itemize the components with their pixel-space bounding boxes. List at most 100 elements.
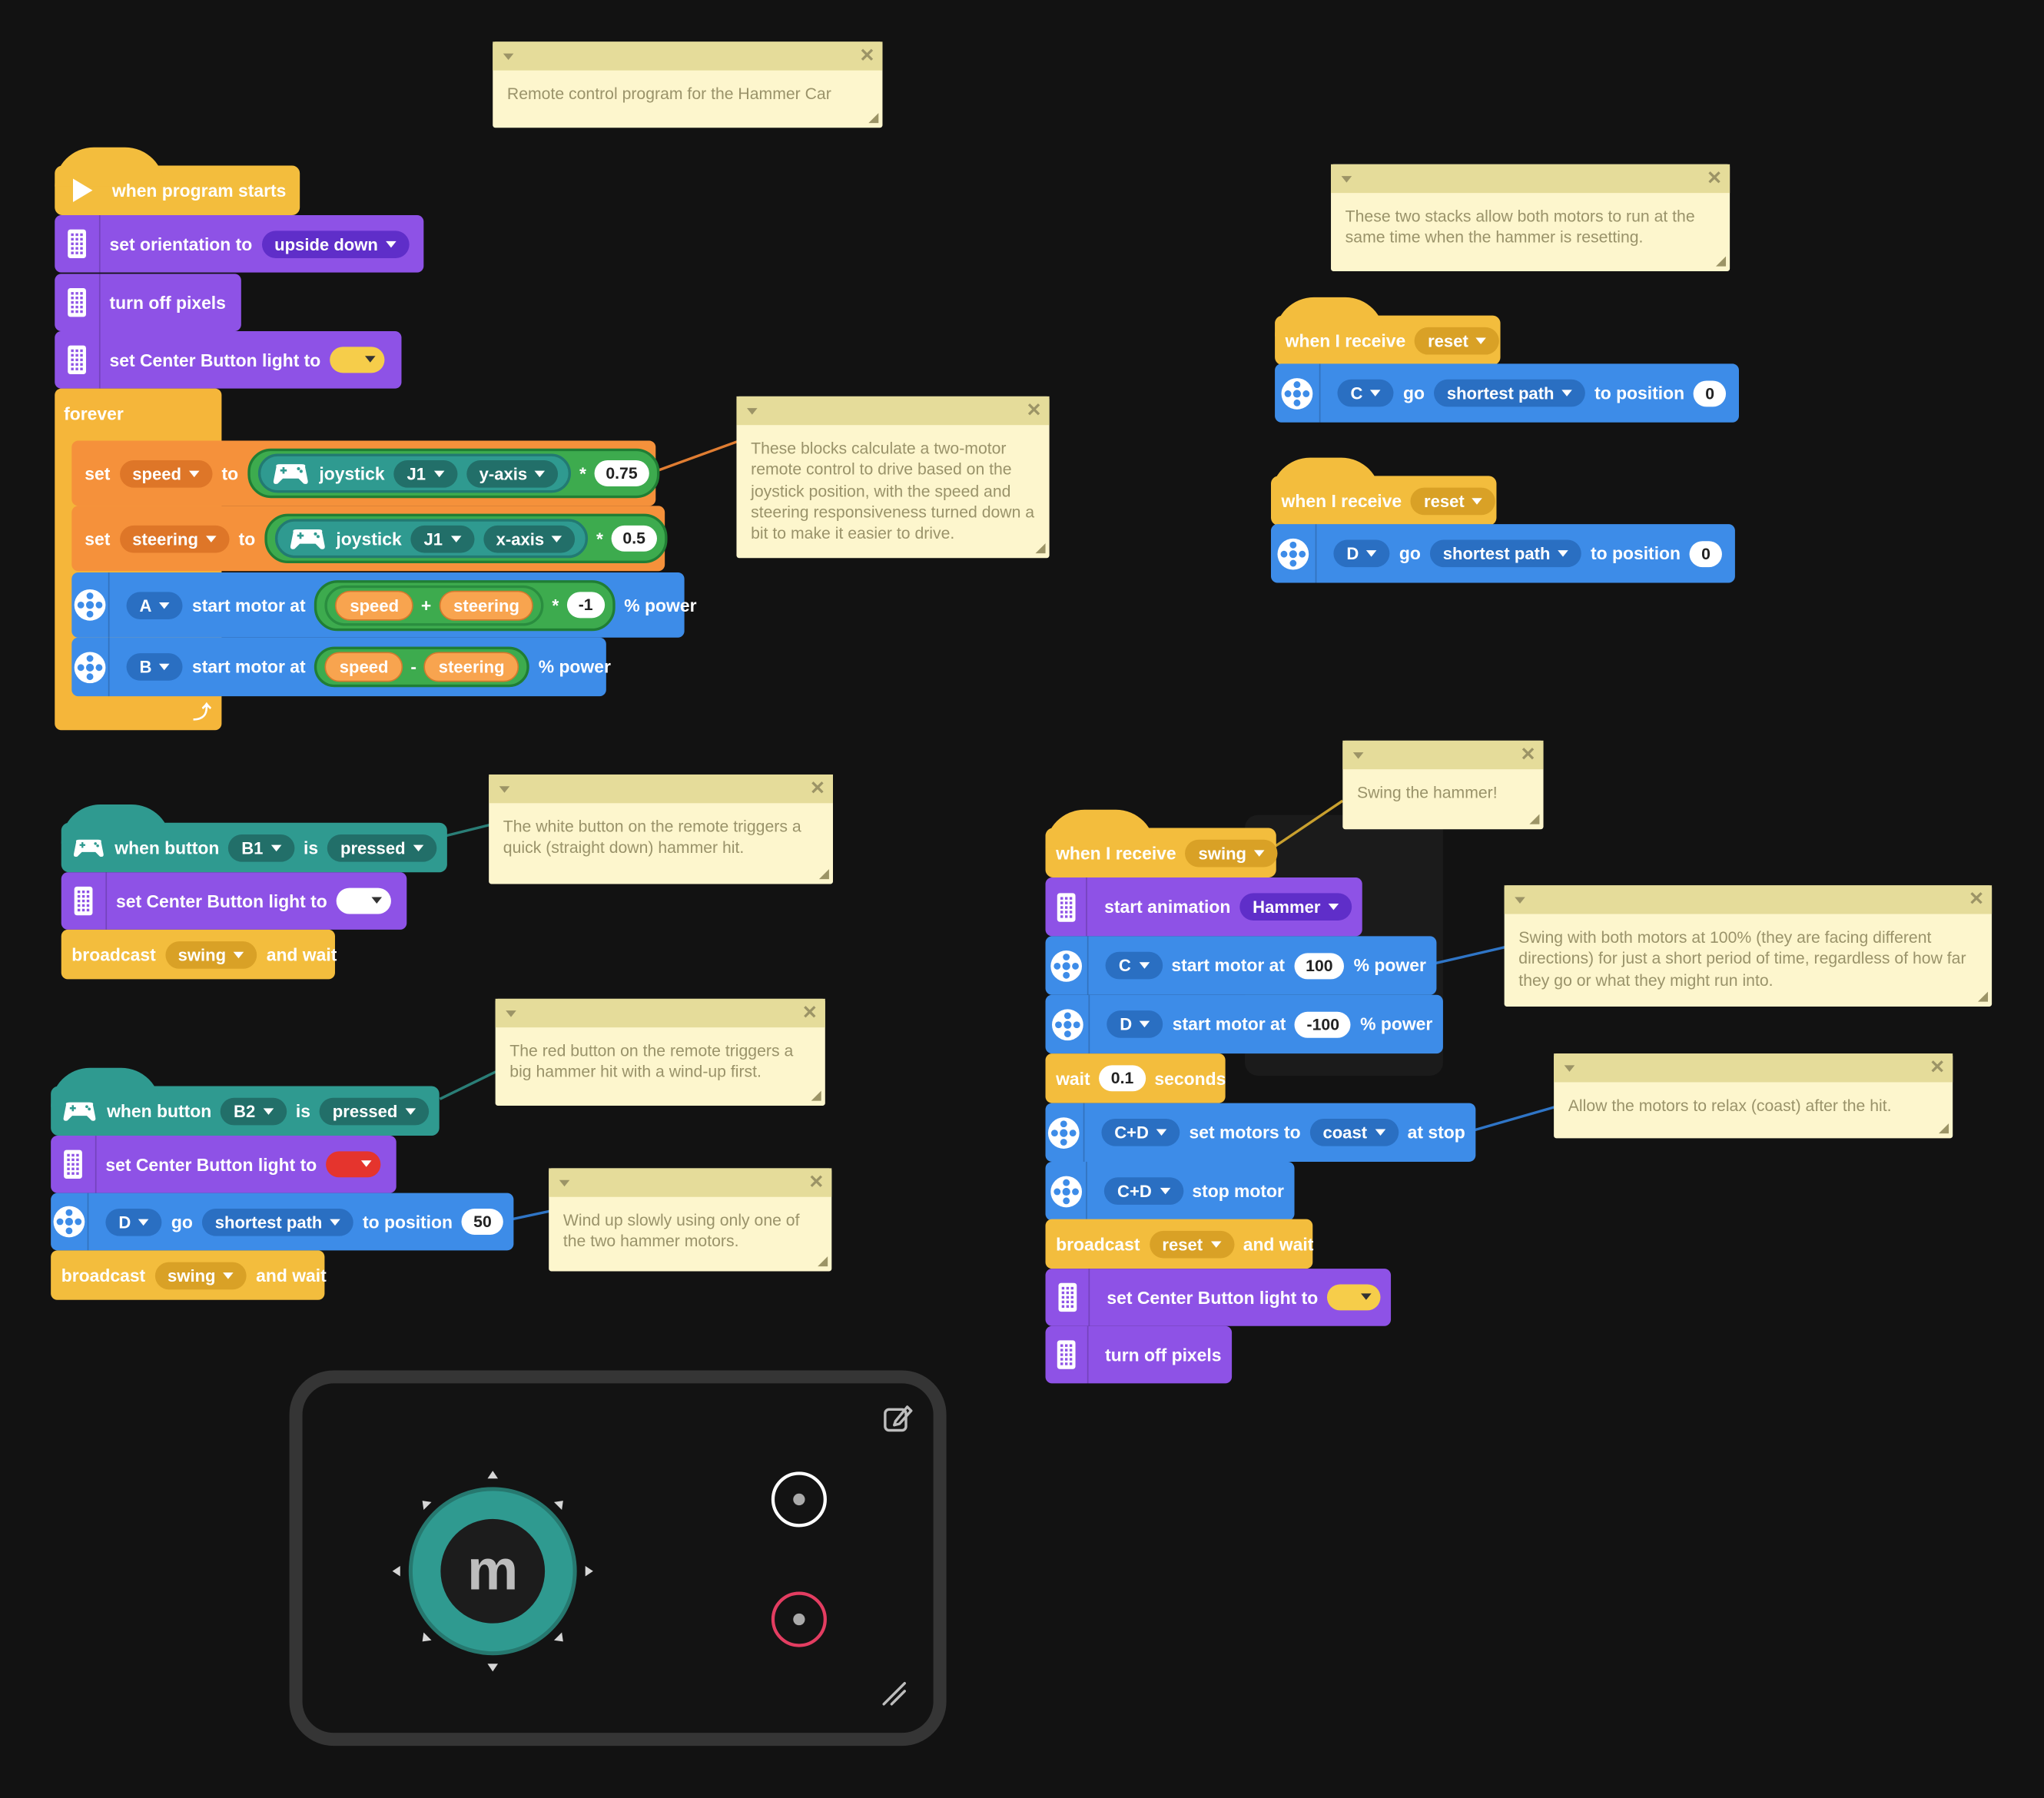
broadcast-swing-block[interactable]: broadcast swing and wait (51, 1250, 327, 1300)
speed-reporter[interactable]: speed (335, 589, 413, 620)
port-dropdown[interactable]: D (1333, 539, 1391, 568)
collapse-icon[interactable] (503, 53, 514, 61)
close-icon[interactable]: ✕ (1520, 743, 1536, 765)
message-dropdown[interactable]: reset (1415, 327, 1500, 354)
set-center-light-block[interactable]: set Center Button light to (51, 1135, 397, 1193)
message-dropdown[interactable]: swing (1185, 838, 1278, 867)
light-color-yellow[interactable] (330, 347, 385, 373)
when-program-starts-block[interactable]: when program starts (55, 147, 300, 215)
motor-b-start-block[interactable]: B start motor at speed - steering % powe… (71, 637, 611, 697)
set-center-light-block[interactable]: set Center Button light to (61, 872, 407, 930)
orientation-dropdown[interactable]: upside down (261, 230, 410, 258)
comment-reset-stacks[interactable]: ✕ These two stacks allow both motors to … (1331, 164, 1730, 271)
joystick-reporter[interactable]: joystick J1 y-axis (257, 453, 572, 493)
comment-header[interactable]: ✕ (495, 998, 825, 1028)
resize-handle-icon[interactable]: ◢ (1715, 254, 1727, 269)
motor-d-go-position-block[interactable]: D go shortest path to position 0 (1270, 524, 1735, 583)
set-orientation-block[interactable]: set orientation to upside down (55, 214, 424, 273)
comment-wind-up[interactable]: ✕ Wind up slowly using only one of the t… (549, 1168, 832, 1272)
number-input[interactable]: 0.5 (611, 525, 658, 552)
comment-header[interactable]: ✕ (1331, 164, 1730, 194)
plus-operator[interactable]: speed + steering (325, 585, 545, 625)
comment-text[interactable]: These blocks calculate a two-motor remot… (751, 439, 1035, 542)
comment-header[interactable]: ✕ (1554, 1053, 1953, 1083)
message-dropdown[interactable]: reset (1149, 1230, 1234, 1258)
port-dropdown[interactable]: C (1105, 951, 1163, 980)
path-dropdown[interactable]: shortest path (1433, 379, 1586, 407)
joystick-dropdown[interactable]: J1 (393, 459, 457, 487)
motor-c-go-position-block[interactable]: C go shortest path to position 0 (1275, 363, 1739, 423)
message-dropdown[interactable]: swing (154, 1261, 247, 1289)
port-dropdown[interactable]: C (1337, 379, 1395, 407)
when-receive-reset-block-1[interactable]: when I receive reset (1275, 297, 1501, 366)
turn-off-pixels-block[interactable]: turn off pixels (1045, 1325, 1233, 1384)
position-input[interactable]: 0 (1693, 380, 1727, 406)
comment-header[interactable]: ✕ (489, 774, 833, 804)
motor-d-start-block[interactable]: D start motor at -100 % power (1045, 994, 1443, 1054)
axis-dropdown[interactable]: x-axis (483, 525, 576, 552)
path-dropdown[interactable]: shortest path (1429, 539, 1582, 568)
when-receive-swing-block[interactable]: when I receive swing (1045, 809, 1278, 878)
close-icon[interactable]: ✕ (809, 777, 825, 798)
comment-calc[interactable]: ✕ These blocks calculate a two-motor rem… (736, 396, 1050, 559)
collapse-icon[interactable] (1564, 1065, 1575, 1072)
comment-red-button[interactable]: ✕ The red button on the remote triggers … (495, 998, 825, 1106)
broadcast-swing-block[interactable]: broadcast swing and wait (61, 929, 337, 980)
minus-operator[interactable]: speed - steering (314, 646, 529, 688)
resize-handle-icon[interactable]: ◢ (1529, 812, 1540, 827)
collapse-icon[interactable] (506, 1010, 516, 1017)
comment-header[interactable]: ✕ (736, 396, 1050, 426)
comment-text[interactable]: Swing the hammer! (1356, 783, 1498, 802)
state-dropdown[interactable]: pressed (319, 1096, 430, 1125)
axis-dropdown[interactable]: y-axis (466, 459, 559, 487)
motor-a-start-block[interactable]: A start motor at speed + steering * -1 %… (71, 572, 696, 638)
close-icon[interactable]: ✕ (1707, 167, 1722, 188)
comment-text[interactable]: The red button on the remote triggers a … (509, 1041, 794, 1082)
wait-block[interactable]: wait 0.1 seconds (1045, 1053, 1226, 1103)
light-color-yellow[interactable] (1327, 1284, 1381, 1311)
multiply-operator[interactable]: joystick J1 x-axis * 0.5 (264, 513, 668, 564)
position-input[interactable]: 50 (461, 1209, 504, 1235)
button-dropdown[interactable]: B2 (221, 1096, 287, 1125)
comment-white-button[interactable]: ✕ The white button on the remote trigger… (489, 774, 833, 884)
collapse-icon[interactable] (559, 1179, 570, 1187)
remote-control-panel[interactable]: m (289, 1370, 947, 1747)
message-dropdown[interactable]: swing (164, 940, 257, 968)
close-icon[interactable]: ✕ (801, 1001, 818, 1023)
port-dropdown[interactable]: C+D (1101, 1118, 1180, 1146)
white-button[interactable] (769, 1469, 829, 1529)
comment-text[interactable]: The white button on the remote triggers … (503, 817, 801, 858)
resize-handle-icon[interactable]: ◢ (811, 1088, 821, 1103)
steering-reporter[interactable]: steering (439, 589, 534, 620)
port-dropdown[interactable]: D (105, 1208, 163, 1236)
red-button[interactable] (769, 1590, 829, 1650)
collapse-icon[interactable] (1341, 176, 1352, 183)
position-input[interactable]: 0 (1689, 540, 1723, 567)
power-input[interactable]: -100 (1295, 1010, 1352, 1037)
port-dropdown[interactable]: C+D (1104, 1177, 1183, 1205)
set-center-light-block[interactable]: set Center Button light to (1045, 1269, 1392, 1326)
close-icon[interactable]: ✕ (1026, 399, 1042, 420)
comment-header[interactable]: ✕ (549, 1168, 832, 1197)
comment-title[interactable]: ✕ Remote control program for the Hammer … (493, 41, 883, 128)
comment-header[interactable]: ✕ (493, 41, 883, 71)
joystick-reporter[interactable]: joystick J1 x-axis (274, 519, 589, 559)
comment-text[interactable]: Remote control program for the Hammer Ca… (506, 85, 831, 104)
comment-text[interactable]: These two stacks allow both motors to ru… (1345, 207, 1695, 247)
resize-icon[interactable] (881, 1680, 908, 1707)
resize-handle-icon[interactable]: ◢ (1939, 1121, 1949, 1136)
multiply-operator[interactable]: joystick J1 y-axis * 0.75 (247, 448, 660, 499)
edit-icon[interactable] (881, 1402, 915, 1435)
animation-dropdown[interactable]: Hammer (1239, 893, 1352, 921)
steering-reporter[interactable]: steering (424, 652, 519, 682)
set-motors-stop-block[interactable]: C+D set motors to coast at stop (1045, 1103, 1476, 1162)
collapse-icon[interactable] (747, 408, 758, 415)
resize-handle-icon[interactable]: ◢ (818, 867, 829, 882)
motor-d-go-position-block[interactable]: D go shortest path to position 50 (51, 1193, 514, 1251)
collapse-icon[interactable] (1352, 752, 1364, 759)
close-icon[interactable]: ✕ (859, 44, 875, 65)
stop-mode-dropdown[interactable]: coast (1309, 1118, 1399, 1146)
variable-dropdown-speed[interactable]: speed (119, 459, 213, 487)
set-steering-block[interactable]: set steering to joystick J1 x-axis * 0.5 (71, 506, 668, 572)
multiply-operator[interactable]: speed + steering * -1 (314, 579, 616, 631)
